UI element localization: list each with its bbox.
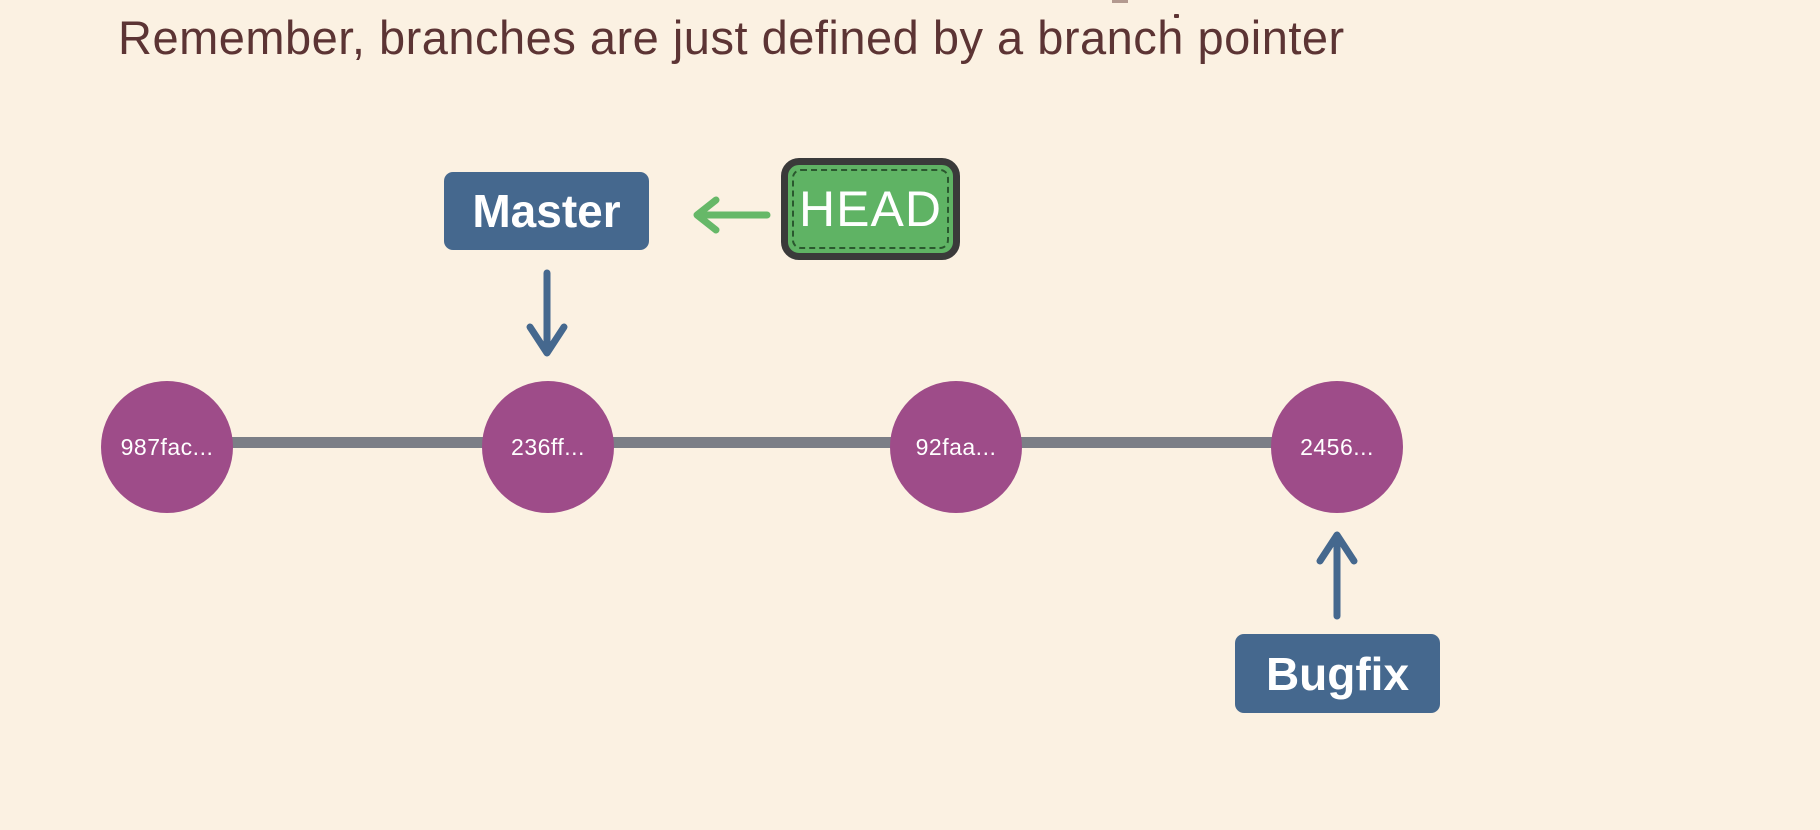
slide-title: Remember, branches are just defined by a…: [118, 11, 1345, 64]
branch-label-text: Master: [472, 185, 621, 237]
commit-hash-label: 92faa...: [915, 433, 997, 460]
head-pointer-box: HEAD: [781, 158, 960, 260]
bugfix-to-commit-arrow-icon: [1316, 531, 1358, 620]
master-to-commit-arrow-icon: [526, 269, 568, 357]
commit-hash-label: 987fac...: [120, 433, 214, 460]
cropped-dot-artifact: [1174, 14, 1179, 18]
commit-hash-label: 236ff...: [511, 433, 585, 460]
branch-label-master: Master: [444, 172, 649, 250]
cropped-element-artifact: [1112, 0, 1128, 3]
commit-node-236ff: 236ff...: [482, 381, 614, 513]
commit-node-92faa: 92faa...: [890, 381, 1022, 513]
commit-node-987fac: 987fac...: [101, 381, 233, 513]
head-to-master-arrow-icon: [693, 196, 771, 234]
branch-label-bugfix: Bugfix: [1235, 634, 1440, 713]
commit-node-2456: 2456...: [1271, 381, 1403, 513]
branch-label-text: Bugfix: [1265, 647, 1410, 700]
commit-hash-label: 2456...: [1300, 433, 1374, 460]
head-label-text: HEAD: [799, 181, 942, 237]
commit-rail-line: [167, 437, 1337, 448]
